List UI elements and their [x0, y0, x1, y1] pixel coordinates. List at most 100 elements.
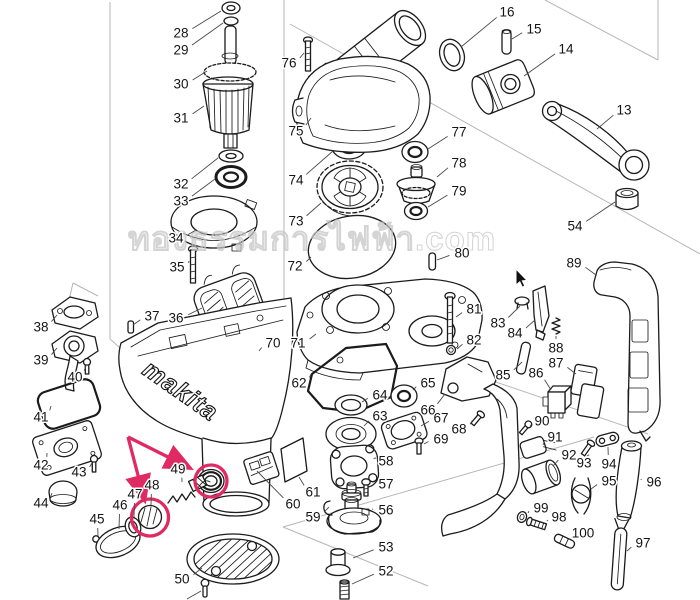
part-label-75: 75	[288, 124, 303, 139]
part-39-crank-cap	[51, 330, 99, 392]
leader-line-71	[309, 333, 317, 340]
part-label-78: 78	[451, 156, 466, 171]
part-label-91: 91	[547, 430, 562, 445]
part-72-o-ring	[307, 214, 397, 280]
part-label-88: 88	[548, 341, 563, 356]
part-79-bearing	[403, 201, 429, 221]
part-44-cap	[48, 480, 78, 507]
leader-line-44	[50, 492, 53, 498]
part-label-98: 98	[551, 510, 566, 525]
part-label-15: 15	[526, 22, 541, 37]
leader-line-16	[460, 17, 497, 48]
part-68-screw	[470, 410, 486, 427]
part-label-16: 16	[499, 5, 514, 20]
part-label-68: 68	[451, 422, 466, 437]
part-65-bearing	[390, 384, 418, 408]
part-label-73: 73	[288, 214, 303, 229]
leader-line-75	[305, 117, 312, 126]
part-93-screw	[580, 439, 596, 457]
part-100-terminal	[553, 533, 576, 549]
part-label-59: 59	[305, 510, 320, 525]
part-label-34: 34	[168, 231, 184, 246]
leader-line-93	[586, 454, 590, 457]
part-label-40: 40	[67, 370, 82, 385]
leader-line-53	[352, 549, 374, 559]
part-label-45: 45	[89, 512, 104, 527]
part-38-gasket-plate	[51, 296, 99, 330]
part-label-41: 41	[33, 410, 48, 425]
part-label-38: 38	[33, 320, 48, 335]
part-80-pin	[428, 252, 437, 271]
part-48-brush-cap	[137, 504, 163, 530]
part-label-84: 84	[507, 326, 523, 341]
highlight-arrow-right	[127, 435, 194, 470]
leader-line-14	[523, 53, 556, 77]
leader-line-60	[256, 470, 284, 499]
part-90-screw	[518, 420, 533, 436]
part-label-69: 69	[433, 432, 448, 447]
part-57-screw	[361, 478, 371, 497]
leader-line-64	[361, 397, 369, 403]
part-label-50: 50	[174, 572, 189, 587]
leader-line-59	[323, 506, 330, 513]
leader-line-69	[423, 441, 429, 445]
part-35-screw	[187, 245, 199, 284]
part-label-60: 60	[285, 497, 300, 512]
leader-line-52	[351, 573, 375, 585]
part-label-95: 95	[601, 474, 616, 489]
part-15-pin	[501, 29, 512, 55]
part-34-retainer	[170, 195, 258, 252]
part-42-cover-plate	[31, 420, 103, 476]
part-label-46: 46	[112, 498, 127, 513]
part-label-72: 72	[287, 259, 302, 274]
part-label-32: 32	[173, 177, 188, 192]
part-97-power-cord	[610, 517, 630, 591]
leader-line-97	[626, 546, 632, 552]
part-label-67: 67	[433, 411, 448, 426]
leader-line-80	[436, 255, 450, 261]
part-59-clip	[323, 500, 333, 516]
leader-line-50	[193, 567, 203, 576]
part-label-53: 53	[378, 540, 393, 555]
leader-line-99	[527, 511, 530, 514]
leader-line-28	[192, 10, 222, 30]
part-43-screw	[89, 454, 99, 473]
part-label-82: 82	[466, 333, 481, 348]
highlight-circle-brush-hole	[193, 463, 229, 499]
part-89-handle-cover	[593, 261, 661, 442]
leader-line-82	[456, 343, 463, 350]
leader-line-39	[51, 347, 58, 355]
part-label-66: 66	[420, 403, 435, 418]
part-96-cord-guard	[615, 440, 643, 521]
part-61-label-sticker	[280, 437, 308, 483]
part-85-slide-bar	[515, 341, 532, 375]
part-label-33: 33	[173, 194, 188, 209]
leader-line-36	[187, 307, 203, 316]
part-82-nut	[445, 344, 457, 356]
leader-line-57	[371, 484, 374, 487]
part-56-crank-shaft	[326, 481, 382, 535]
leader-line-30	[192, 70, 208, 81]
highlight-arrow-down	[125, 436, 151, 505]
part-37-pin	[127, 320, 135, 334]
part-60-motor-housing: makita	[118, 297, 294, 517]
leader-line-33	[191, 178, 216, 197]
leader-line-37	[132, 319, 141, 326]
part-14-piston	[471, 59, 536, 115]
leader-line-84	[525, 319, 536, 329]
part-76-screw	[302, 36, 314, 72]
part-label-65: 65	[420, 376, 435, 391]
part-label-94: 94	[601, 457, 617, 472]
part-label-87: 87	[548, 356, 563, 371]
leader-line-34	[187, 229, 197, 236]
watermark-text: ทองธรรมการไฟฟ้า.com	[128, 219, 496, 257]
part-label-44: 44	[33, 496, 49, 511]
part-label-13: 13	[616, 103, 631, 118]
leader-line-85	[513, 361, 523, 371]
part-label-92: 92	[561, 448, 576, 463]
leader-line-98	[546, 519, 549, 522]
leader-line-38	[51, 314, 58, 322]
